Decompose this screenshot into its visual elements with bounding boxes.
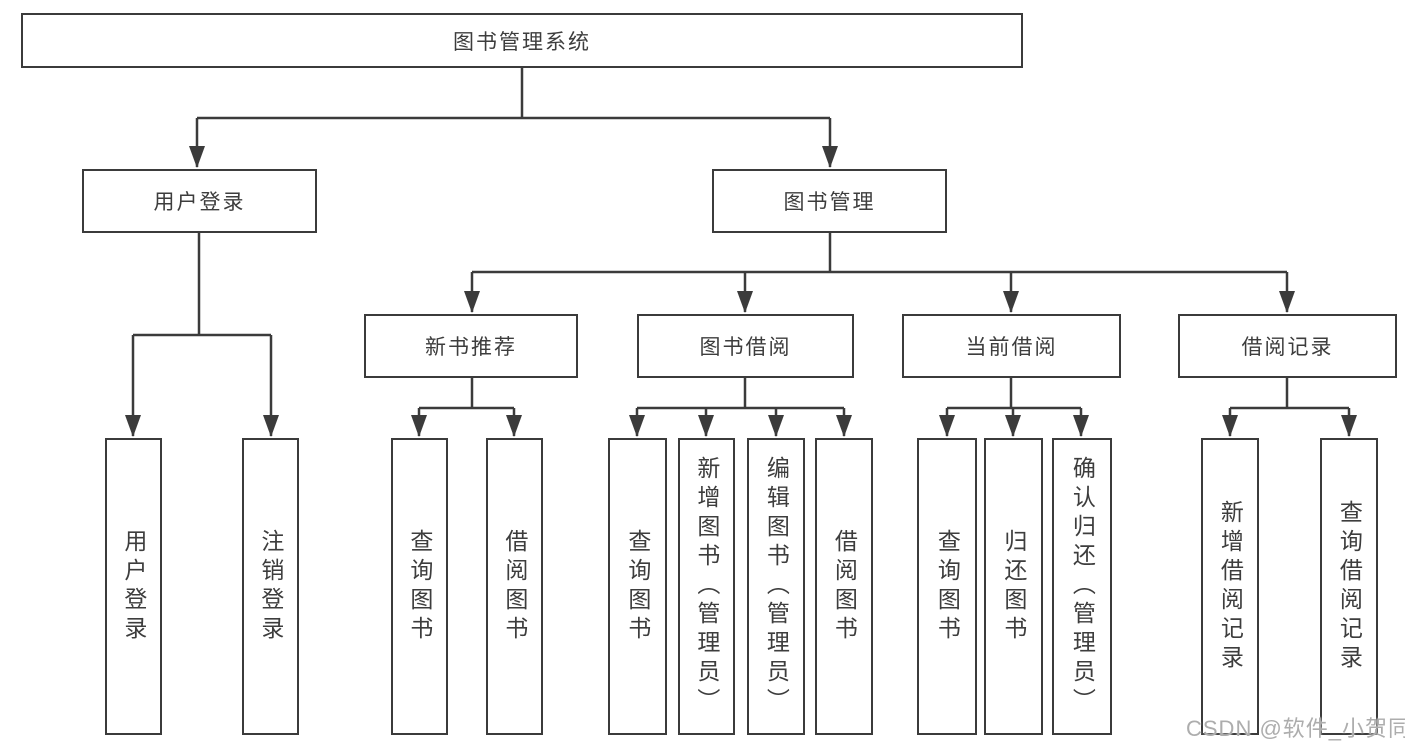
leaf-bb-edit-book-admin: 编辑图书（管理员） [747,438,805,735]
node-user-login: 用户登录 [82,169,317,233]
node-new-book-recommend: 新书推荐 [364,314,578,378]
leaf-bb-query-books: 查询图书 [608,438,667,735]
node-current-borrow: 当前借阅 [902,314,1121,378]
leaf-nb-query-books: 查询图书 [391,438,448,735]
leaf-nb-borrow-books-label: 借阅图书 [501,528,528,645]
leaf-cb-query-books: 查询图书 [917,438,977,735]
node-root-library-system: 图书管理系统 [21,13,1023,68]
watermark: CSDN @软件_小贺同学 [1186,716,1405,741]
leaf-user-login: 用户登录 [105,438,162,735]
leaf-nb-query-books-label: 查询图书 [406,528,433,645]
leaf-nb-borrow-books: 借阅图书 [486,438,543,735]
leaf-br-add-record: 新增借阅记录 [1201,438,1259,735]
leaf-cb-return-book-label: 归还图书 [1000,528,1027,645]
leaf-bb-edit-book-admin-label: 编辑图书（管理员） [763,456,790,717]
node-borrow-records: 借阅记录 [1178,314,1397,378]
leaf-br-query-record-label: 查询借阅记录 [1336,499,1363,674]
leaf-user-login-label: 用户登录 [120,528,147,645]
leaf-bb-query-books-label: 查询图书 [624,528,651,645]
node-new-book-recommend-label: 新书推荐 [425,336,517,359]
leaf-bb-borrow-books: 借阅图书 [815,438,873,735]
node-book-management: 图书管理 [712,169,947,233]
leaf-cb-return-book: 归还图书 [984,438,1043,735]
node-book-borrow: 图书借阅 [637,314,854,378]
leaf-logout-label: 注销登录 [257,528,284,645]
node-current-borrow-label: 当前借阅 [965,336,1058,359]
leaf-cb-query-books-label: 查询图书 [934,528,961,645]
node-borrow-records-label: 借阅记录 [1241,336,1334,359]
leaf-br-query-record: 查询借阅记录 [1320,438,1378,735]
node-book-borrow-label: 图书借阅 [699,336,792,359]
leaf-logout: 注销登录 [242,438,299,735]
leaf-bb-add-book-admin-label: 新增图书（管理员） [693,456,720,717]
node-root-label: 图书管理系统 [453,30,591,54]
node-book-management-label: 图书管理 [783,191,876,214]
leaf-cb-confirm-return-admin-label: 确认归还（管理员） [1069,456,1096,717]
leaf-bb-borrow-books-label: 借阅图书 [831,528,858,645]
leaf-br-add-record-label: 新增借阅记录 [1217,499,1244,674]
leaf-cb-confirm-return-admin: 确认归还（管理员） [1052,438,1112,735]
node-user-login-label: 用户登录 [153,191,246,214]
leaf-bb-add-book-admin: 新增图书（管理员） [678,438,735,735]
